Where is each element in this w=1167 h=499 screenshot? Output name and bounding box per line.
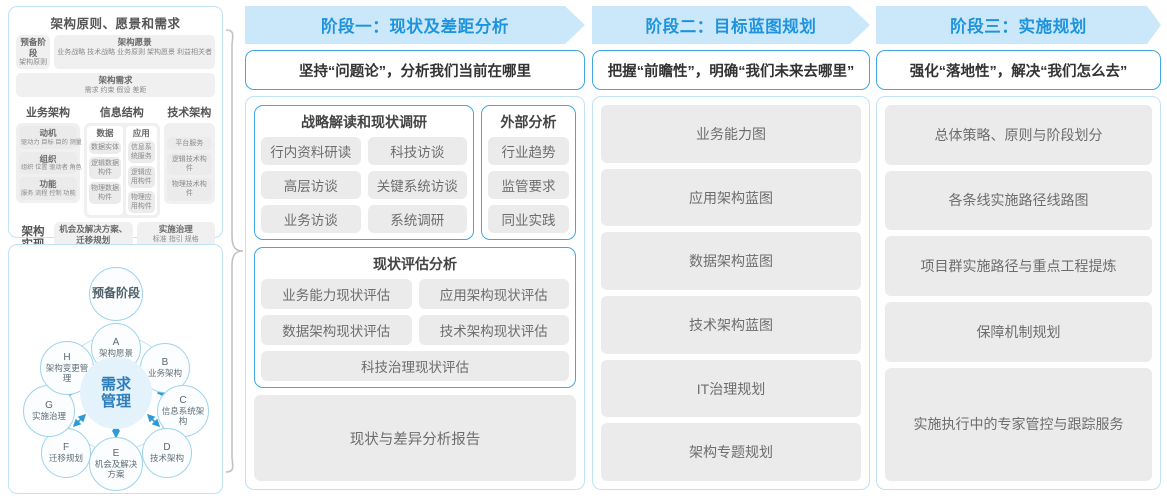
phase-1-body: 战略解读和现状调研 行内资料研读 科技访谈 高层访谈 关键系统访谈 业务访谈 系 [245, 96, 585, 490]
chip-data-arch-blueprint[interactable]: 数据架构蓝图 [601, 232, 861, 291]
prep-stage-title: 预备阶段 [20, 37, 46, 58]
external-analysis-group: 外部分析 行业趋势 监管要求 同业实践 [481, 105, 576, 240]
phase-2-body: 业务能力图 应用架构蓝图 数据架构蓝图 技术架构蓝图 IT治理规划 架构专题规划 [592, 96, 870, 490]
information-structure-heading: 信息结构 [99, 107, 144, 120]
chip-it-governance-assessment[interactable]: 科技治理现状评估 [261, 351, 569, 381]
phase-3-body: 总体策略、原则与阶段划分 各条线实施路径线路图 项目群实施路径与重点工程提炼 保… [876, 96, 1161, 490]
prep-stage-sub: 架构原则 [19, 59, 48, 67]
cycle-node-d[interactable]: D 技术架构 [142, 428, 192, 478]
information-structure-group: 数据 数据实体 逻辑数据构件 物理数据构件 应用 信息系统服务 逻辑应用构件 物… [84, 123, 160, 219]
strategy-research-title: 战略解读和现状调研 [301, 114, 427, 130]
chip-internal-doc-study[interactable]: 行内资料研读 [261, 137, 361, 165]
is-app-title: 应用 [132, 128, 150, 139]
arch-requirement-sub: 需求 约束 假设 差距 [84, 86, 147, 94]
chip-executive-interview[interactable]: 高层访谈 [261, 171, 361, 199]
is-data-title: 数据 [96, 128, 114, 139]
phase-2-subtitle: 把握“前瞻性”，明确“我们未来去哪里” [592, 50, 870, 90]
ba-function: 功能 服务 流程 控制 功能 [19, 177, 77, 201]
phase-1-subtitle: 坚持“问题论”，分析我们当前在哪里 [245, 50, 585, 90]
is-app-item: 信息系统服务 [128, 140, 155, 163]
chip-data-arch-assessment[interactable]: 数据架构现状评估 [261, 315, 412, 345]
chip-business-interview[interactable]: 业务访谈 [261, 205, 361, 233]
chip-line-implementation-roadmap[interactable]: 各条线实施路径线路图 [885, 170, 1152, 231]
chip-business-capability-map[interactable]: 业务能力图 [601, 105, 861, 163]
ba-organization: 组织 组织 位置 驱动者 角色 [19, 151, 82, 175]
chip-business-capability-assessment[interactable]: 业务能力现状评估 [261, 279, 412, 309]
is-data-item: 物理数据构件 [89, 181, 121, 205]
cycle-node-prep[interactable]: 预备阶段 [89, 267, 143, 321]
chip-arch-topic-plan[interactable]: 架构专题规划 [601, 423, 861, 482]
chip-key-system-interview[interactable]: 关键系统访谈 [367, 171, 467, 199]
chip-tech-arch-assessment[interactable]: 技术架构现状评估 [418, 315, 569, 345]
is-app-item: 逻辑应用构件 [128, 165, 155, 189]
chip-overall-strategy-principles[interactable]: 总体策略、原则与阶段划分 [885, 105, 1152, 165]
chip-application-arch-assessment[interactable]: 应用架构现状评估 [418, 279, 569, 309]
phase-2-column: 阶段二：目标蓝图规划 把握“前瞻性”，明确“我们未来去哪里” 业务能力图 应用架… [592, 6, 870, 490]
ba-motivation: 动机 驱动力 目标 目的 测量 [19, 126, 82, 149]
chip-tech-interview[interactable]: 科技访谈 [367, 137, 467, 165]
cycle-node-center-requirements[interactable]: 需求 管理 [80, 357, 152, 429]
phase-1-column: 阶段一：现状及差距分析 坚持“问题论”，分析我们当前在哪里 战略解读和现状调研 … [245, 6, 585, 490]
current-state-assessment-title: 现状评估分析 [373, 256, 457, 272]
arch-vision-cell: 架构愿景 业务战略 技术战略 业务原则 架构愿景 利益相关者 [54, 35, 215, 70]
phase-3-subtitle: 强化“落地性”，解决“我们怎么去” [876, 50, 1161, 90]
brace-connector [225, 29, 244, 473]
business-architecture-group: 动机 驱动力 目标 目的 测量 组织 组织 位置 驱动者 角色 功能 服务 流程… [16, 123, 82, 204]
chip-regulatory-requirement[interactable]: 监管要求 [488, 171, 569, 199]
ta-item: 物理技术构件 [166, 178, 212, 201]
arch-vision-title: 架构愿景 [117, 37, 152, 47]
adm-cycle-panel: 预备阶段 A 架构愿景 B 业务架构 C 信息系统架构 D 技术架构 E 机会及… [8, 244, 223, 494]
is-data-item: 逻辑数据构件 [89, 156, 121, 179]
chip-peer-practice[interactable]: 同业实践 [488, 205, 569, 233]
left-column: 架构原则、愿景和需求 预备阶段 架构原则 架构愿景 业务战略 技术战略 业务原则… [8, 6, 223, 494]
technology-architecture-heading: 技术架构 [167, 107, 212, 120]
phase-2-header: 阶段二：目标蓝图规划 [592, 6, 870, 44]
chip-system-research[interactable]: 系统调研 [367, 205, 467, 233]
chip-tech-arch-blueprint[interactable]: 技术架构蓝图 [601, 296, 861, 354]
chip-it-governance-plan[interactable]: IT治理规划 [601, 359, 861, 418]
chip-industry-trend[interactable]: 行业趋势 [488, 137, 569, 165]
ta-item: 逻辑技术构件 [166, 153, 212, 176]
chip-gap-analysis-report[interactable]: 现状与差异分析报告 [254, 395, 576, 481]
chip-assurance-mechanism-plan[interactable]: 保障机制规划 [885, 301, 1152, 362]
arch-requirement-band: 架构需求 需求 约束 假设 差距 [16, 73, 215, 98]
phase-3-header: 阶段三：实施规划 [876, 6, 1161, 44]
business-architecture-heading: 业务架构 [26, 107, 70, 120]
prep-stage-cell: 预备阶段 架构原则 [16, 35, 51, 70]
technology-architecture-group: 平台服务 逻辑技术构件 物理技术构件 [163, 123, 215, 204]
current-state-assessment-group: 现状评估分析 业务能力现状评估 应用架构现状评估 数据架构现状评估 技术架构现状… [254, 247, 576, 388]
phase-1-header: 阶段一：现状及差距分析 [245, 6, 585, 44]
arch-requirement-title: 架构需求 [98, 75, 133, 86]
framework-title: 架构原则、愿景和需求 [50, 17, 181, 31]
cycle-node-e[interactable]: E 机会及解决方案 [89, 437, 143, 491]
external-analysis-title: 外部分析 [500, 114, 557, 130]
arch-vision-sub: 业务战略 技术战略 业务原则 架构愿景 利益相关者 [57, 48, 212, 56]
is-data-item: 数据实体 [89, 140, 121, 154]
togaf-content-framework-panel: 架构原则、愿景和需求 预备阶段 架构原则 架构愿景 业务战略 技术战略 业务原则… [8, 6, 223, 257]
chip-program-path-key-projects[interactable]: 项目群实施路径与重点工程提炼 [885, 236, 1152, 296]
is-app-item: 物理应用构件 [128, 191, 155, 214]
chip-expert-control-tracking-service[interactable]: 实施执行中的专家管控与跟踪服务 [885, 367, 1152, 481]
chip-application-arch-blueprint[interactable]: 应用架构蓝图 [601, 168, 861, 227]
strategy-research-group: 战略解读和现状调研 行内资料研读 科技访谈 高层访谈 关键系统访谈 业务访谈 系 [254, 105, 474, 240]
ta-item: 平台服务 [166, 137, 212, 151]
phase-3-column: 阶段三：实施规划 强化“落地性”，解决“我们怎么去” 总体策略、原则与阶段划分 … [876, 6, 1161, 490]
